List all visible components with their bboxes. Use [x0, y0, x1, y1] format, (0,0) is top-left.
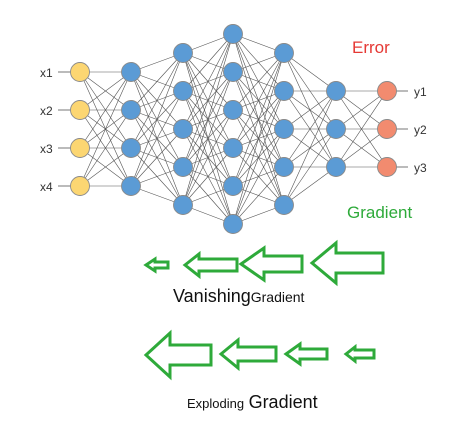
input-label-x2: x2 — [40, 104, 53, 118]
connection-edge — [182, 109, 234, 206]
exploding-gradient-word: Gradient — [248, 392, 318, 412]
connection-edge — [283, 90, 337, 168]
connection-edge — [79, 71, 132, 111]
connection-edge — [130, 52, 184, 187]
hidden-node — [326, 119, 346, 139]
exploding-arrow-medium-icon — [283, 341, 329, 367]
connection-edge — [79, 71, 132, 187]
hidden-node — [274, 81, 294, 101]
vanishing-gradient-word: Gradient — [250, 289, 305, 305]
hidden-node — [274, 195, 294, 215]
exploding-arrow-small-icon — [343, 343, 376, 365]
gradient-arrows — [143, 239, 385, 381]
output-node — [377, 157, 397, 177]
hidden-node — [223, 214, 243, 234]
hidden-node — [173, 119, 193, 139]
hidden-node — [173, 195, 193, 215]
connection-edge — [335, 90, 388, 130]
hidden-node — [326, 81, 346, 101]
exploding-gradient-caption: Exploding Gradient — [187, 392, 318, 413]
connection-edge — [182, 33, 234, 92]
vanishing-word: Vanishing — [173, 286, 251, 306]
input-node — [70, 176, 90, 196]
connection-edge — [79, 109, 132, 187]
input-label-x1: x1 — [40, 66, 53, 80]
hidden-node — [173, 157, 193, 177]
exploding-arrow-xlarge-icon — [143, 329, 213, 381]
network-nodes — [70, 24, 397, 234]
hidden-node — [274, 157, 294, 177]
connection-edge — [130, 90, 184, 187]
hidden-node — [274, 119, 294, 139]
hidden-node — [121, 62, 141, 82]
connection-edge — [182, 147, 234, 206]
connection-edge — [182, 33, 234, 206]
hidden-node — [274, 43, 294, 63]
connection-edge — [283, 90, 337, 206]
connection-edge — [130, 128, 184, 187]
hidden-node — [223, 100, 243, 120]
hidden-node — [326, 157, 346, 177]
hidden-node — [223, 176, 243, 196]
connection-edge — [232, 90, 285, 225]
hidden-node — [121, 138, 141, 158]
connection-edge — [232, 52, 285, 149]
hidden-node — [223, 62, 243, 82]
connection-edge — [232, 166, 285, 225]
connection-edge — [232, 52, 285, 111]
vanishing-arrow-medium-icon — [182, 250, 239, 280]
connection-edge — [182, 33, 234, 168]
hidden-node — [173, 81, 193, 101]
connection-edge — [283, 128, 337, 206]
input-label-x4: x4 — [40, 180, 53, 194]
connection-edge — [182, 71, 234, 206]
connection-edge — [335, 128, 388, 168]
connection-edge — [79, 147, 132, 187]
connection-edge — [130, 52, 184, 149]
connection-edge — [283, 90, 337, 130]
output-label-y3: y3 — [414, 161, 427, 175]
hidden-node — [173, 43, 193, 63]
input-node — [70, 100, 90, 120]
connection-edge — [283, 166, 337, 206]
input-node — [70, 62, 90, 82]
exploding-arrow-large-icon — [218, 336, 278, 372]
connection-edge — [283, 52, 337, 92]
vanishing-arrow-small-icon — [143, 256, 170, 274]
connection-edge — [232, 52, 285, 187]
output-label-y2: y2 — [414, 123, 427, 137]
output-node — [377, 119, 397, 139]
connection-edge — [79, 71, 132, 149]
error-label: Error — [352, 38, 390, 57]
input-node — [70, 138, 90, 158]
connection-edge — [335, 90, 388, 168]
output-node — [377, 81, 397, 101]
input-label-x3: x3 — [40, 142, 53, 156]
hidden-node — [223, 24, 243, 44]
vanishing-gradient-caption: VanishingGradient — [173, 286, 304, 307]
connection-edge — [232, 52, 285, 225]
output-label-y1: y1 — [414, 85, 427, 99]
connection-edge — [130, 52, 184, 111]
vanishing-arrow-large-icon — [238, 245, 304, 283]
exploding-word: Exploding — [187, 396, 245, 411]
gradient-label: Gradient — [347, 203, 413, 222]
hidden-node — [121, 176, 141, 196]
connection-edge — [182, 33, 234, 130]
hidden-node — [223, 138, 243, 158]
hidden-node — [121, 100, 141, 120]
vanishing-arrow-xlarge-icon — [309, 239, 385, 287]
connection-edge — [232, 128, 285, 225]
